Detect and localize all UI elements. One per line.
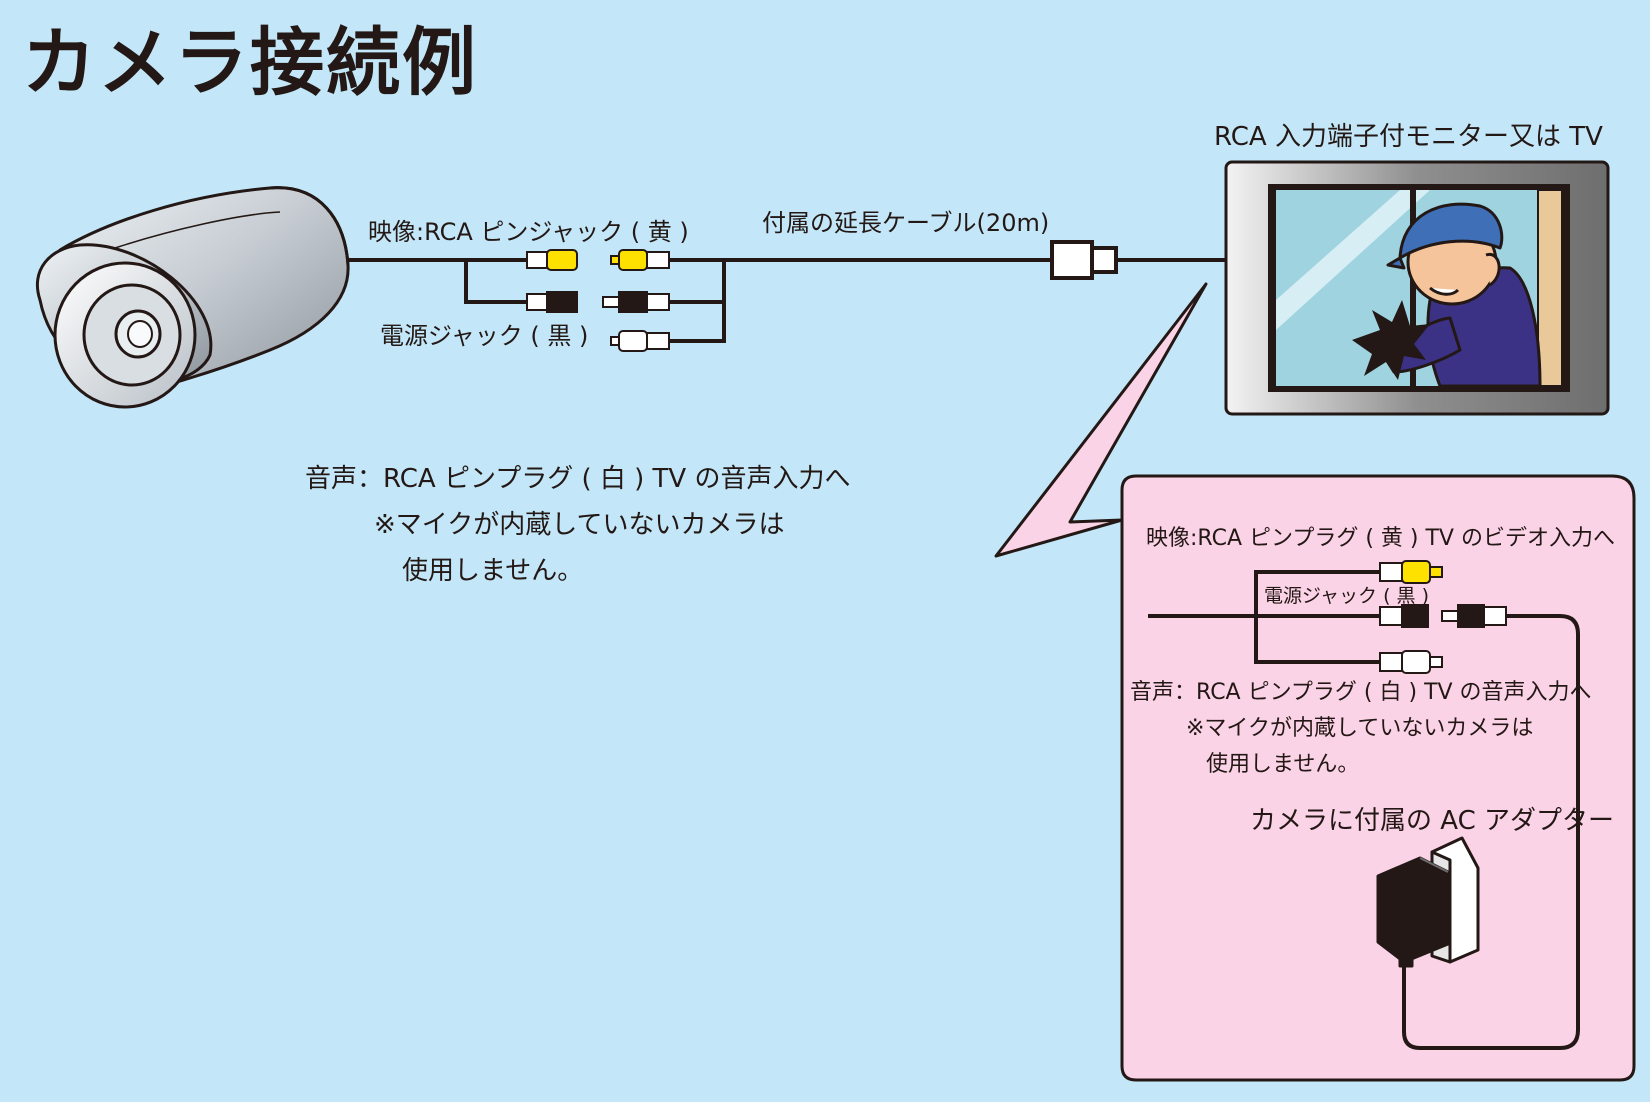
tv-monitor-icon: [1224, 160, 1610, 416]
power-plug-cable: [602, 291, 670, 313]
extension-cable: [669, 258, 1226, 343]
detail-cables: [1148, 570, 1580, 1050]
detail-video-label: 映像:RCA ピンプラグ ( 黄 ) TV のビデオ入力へ: [1146, 526, 1615, 551]
burglar-figure: [1352, 202, 1542, 388]
cable-connector-icon: [1050, 240, 1118, 280]
audio-note-line2: ※マイクが内蔵していないカメラは: [374, 510, 785, 540]
detail-power-label: 電源ジャック ( 黒 ): [1264, 585, 1429, 607]
monitor-label: RCA 入力端子付モニター又は TV: [1214, 122, 1603, 152]
audio-note-line1: 音声：RCA ピンプラグ ( 白 ) TV の音声入力へ: [305, 464, 851, 494]
audio-plug-cable: [610, 330, 670, 352]
adapter-label: カメラに付属の AC アダプター: [1250, 806, 1615, 836]
audio-note-line3: 使用しません。: [402, 556, 584, 586]
detail-video-plug: [1379, 560, 1443, 584]
camera-cables: [348, 258, 530, 304]
detail-adapter-plug: [1441, 604, 1507, 628]
detail-audio-line1: 音声：RCA ピンプラグ ( 白 ) TV の音声入力へ: [1130, 680, 1592, 705]
power-jack-camera: [526, 291, 578, 313]
power-jack-label: 電源ジャック ( 黒 ): [380, 322, 589, 350]
ac-adapter-icon: [1376, 836, 1480, 968]
video-plug-cable: [610, 249, 670, 271]
detail-audio-line3: 使用しません。: [1206, 752, 1360, 777]
page-title: カメラ接続例: [22, 20, 478, 106]
detail-audio-plug: [1379, 650, 1443, 674]
cable-label: 付属の延長ケーブル(20m): [762, 209, 1050, 237]
video-jack-label: 映像:RCA ピンジャック ( 黄 ): [368, 218, 689, 246]
video-jack-camera: [526, 249, 578, 271]
detail-power-plug: [1379, 604, 1429, 628]
security-camera-icon: [35, 186, 350, 409]
detail-audio-line2: ※マイクが内蔵していないカメラは: [1186, 716, 1534, 741]
